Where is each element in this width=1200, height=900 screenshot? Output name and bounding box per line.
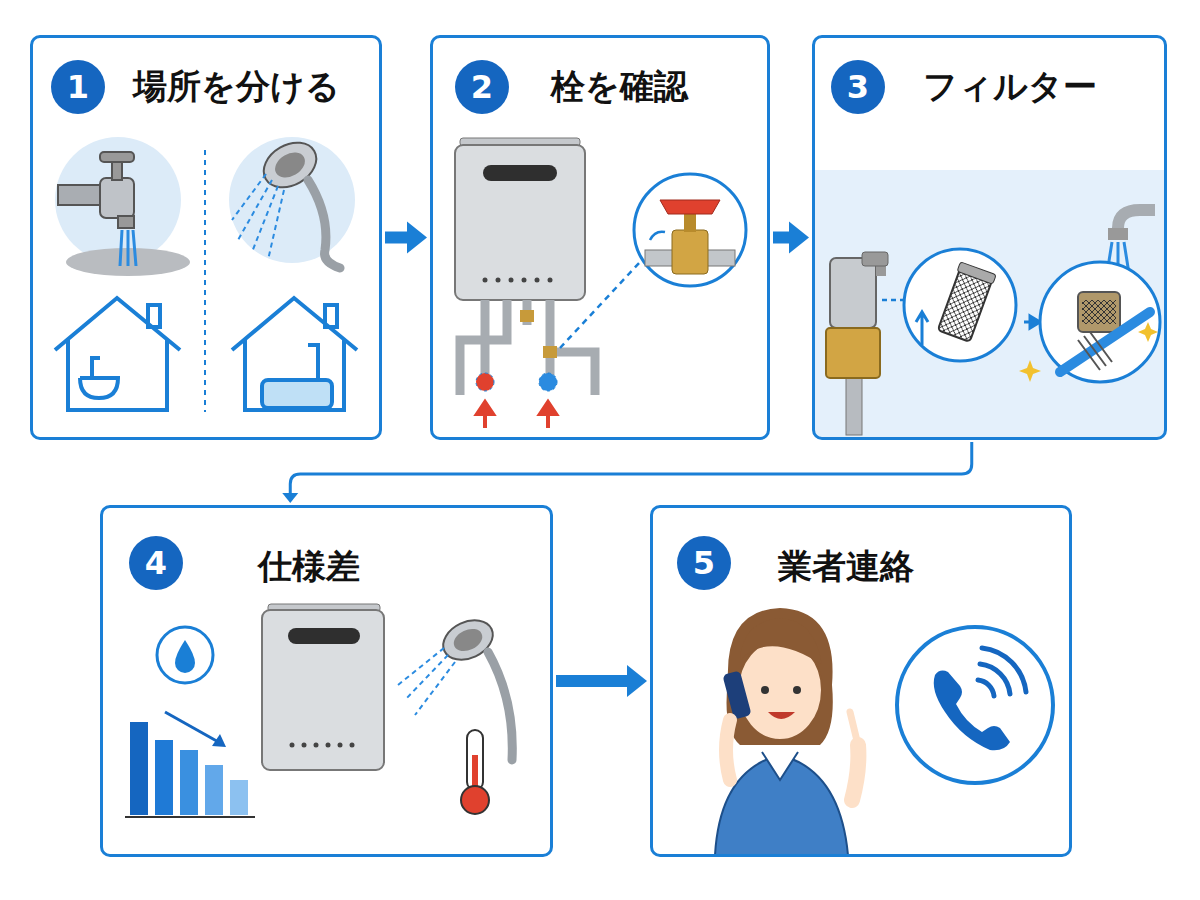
- step-number-circle: 5: [677, 536, 731, 590]
- brush-cleaning: [1019, 210, 1160, 382]
- arrow-head: [407, 222, 427, 254]
- step-panel: 栓を確認 2: [430, 35, 770, 440]
- filter-zoom: [904, 249, 1040, 361]
- house-icon: [55, 298, 180, 410]
- arrow-head: [282, 493, 298, 503]
- step-panel: 場所を分ける 1: [30, 35, 382, 440]
- flow-arrow: [556, 665, 647, 697]
- arrow-head: [789, 222, 809, 254]
- person-phoning: [715, 608, 858, 855]
- connector-line: [773, 232, 791, 244]
- step-number: 1: [67, 71, 89, 103]
- water-heater: [455, 138, 640, 428]
- house-icon: [232, 298, 357, 410]
- valve-zoom: [634, 174, 746, 286]
- step-number: 2: [471, 71, 493, 103]
- step-panel: 仕様差 4: [100, 505, 553, 857]
- valve-fitting: [826, 252, 906, 435]
- step-number: 4: [145, 547, 167, 579]
- step-number: 5: [693, 547, 715, 579]
- step-number: 3: [847, 71, 869, 103]
- step-title: 栓を確認: [551, 68, 688, 105]
- panel-ground: [815, 170, 1164, 437]
- flow-arrow: [385, 222, 427, 254]
- step-number-circle: 2: [455, 60, 509, 114]
- shower-icon: [229, 134, 355, 268]
- step-title: 業者連絡: [778, 548, 914, 585]
- connector-line: [290, 442, 971, 494]
- flow-arrow: [282, 442, 971, 503]
- step-title: 場所を分ける: [133, 68, 340, 105]
- step-number-circle: 3: [831, 60, 885, 114]
- step-number-circle: 1: [51, 60, 105, 114]
- arrow-head: [627, 665, 647, 697]
- step-number-circle: 4: [129, 536, 183, 590]
- step-panel: 業者連絡 5: [650, 505, 1072, 857]
- shower-thermometer: [398, 613, 512, 814]
- faucet-icon: [55, 137, 190, 276]
- divider: [204, 150, 206, 412]
- flow-arrow: [773, 222, 809, 254]
- water-heater: [262, 604, 384, 770]
- step-title: 仕様差: [258, 548, 360, 585]
- connector-line: [385, 232, 409, 244]
- flow-drop-chart: [125, 627, 255, 817]
- phone-icon: [897, 627, 1053, 783]
- step-title: フィルター: [923, 68, 1097, 105]
- step-panel: フィルター 3: [812, 35, 1167, 440]
- connector-line: [556, 675, 629, 687]
